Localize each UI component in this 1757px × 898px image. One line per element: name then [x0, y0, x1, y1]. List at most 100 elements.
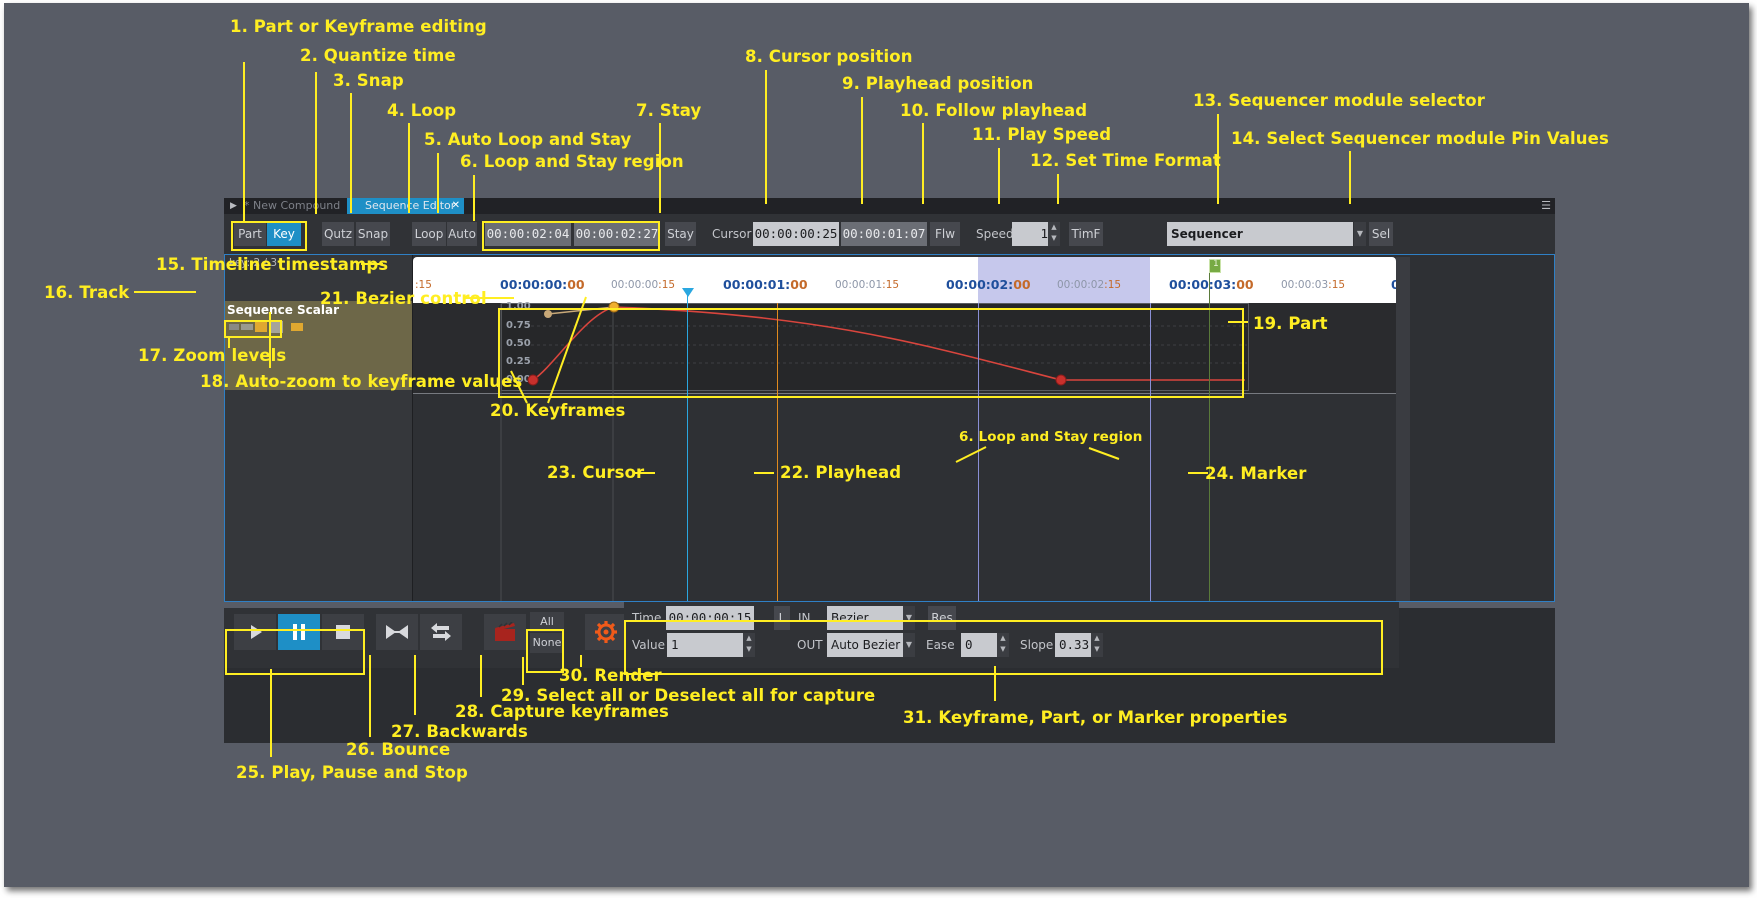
marker-flag-icon[interactable]: 1: [1209, 259, 1221, 273]
leader-line: [754, 472, 774, 474]
value-field[interactable]: 1: [667, 633, 743, 657]
auto-zoom-button[interactable]: [291, 323, 303, 331]
follow-playhead-button[interactable]: Flw: [930, 222, 960, 246]
zoom-level-3[interactable]: [255, 322, 267, 332]
ruler-tick: 00:00:00:15: [611, 279, 676, 291]
highlight-zoom-levels: [224, 320, 282, 338]
speed-spin-arrows-icon[interactable]: ▲▼: [1048, 222, 1060, 246]
ease-label: Ease: [926, 638, 955, 652]
time-format-button[interactable]: TimF: [1069, 222, 1103, 246]
annotation-20: 20. Keyframes: [490, 401, 626, 420]
ruler-tick: 00:00:03:15: [1281, 279, 1346, 291]
out-interpolation-select[interactable]: Auto Bezier: [827, 633, 903, 657]
leader-line: [994, 666, 996, 701]
zoom-level-2[interactable]: [241, 324, 253, 330]
annotation-12: 12. Set Time Format: [1030, 151, 1221, 170]
collapse-arrow-icon[interactable]: ▶: [230, 201, 237, 211]
stop-button[interactable]: [322, 614, 364, 650]
leader-line: [134, 291, 196, 293]
tab-sequence-editor[interactable]: Sequence Editor ✕: [347, 198, 464, 214]
leader-line: [369, 655, 371, 737]
link-button[interactable]: L: [774, 606, 790, 630]
deselect-all-button[interactable]: None: [530, 633, 564, 653]
annotation-25: 25. Play, Pause and Stop: [236, 763, 468, 782]
pause-icon: [293, 624, 297, 640]
y-label: 0.50: [506, 338, 531, 349]
ruler-tick: :15: [415, 279, 432, 291]
leader-line: [1217, 114, 1219, 204]
annotation-22: 22. Playhead: [780, 463, 902, 482]
loop-start-field[interactable]: 00:00:02:04: [485, 222, 571, 246]
cursor-position-field[interactable]: 00:00:00:25: [753, 222, 839, 246]
marker-line[interactable]: [1209, 273, 1210, 601]
bounce-button[interactable]: [376, 614, 418, 650]
annotation-16: 16. Track: [44, 283, 130, 302]
loop-end-field[interactable]: 00:00:02:27: [574, 222, 660, 246]
leader-line: [464, 297, 514, 299]
leader-line: [315, 72, 317, 214]
annotation-31: 31. Keyframe, Part, or Marker properties: [903, 708, 1288, 727]
loop-end-line[interactable]: [1150, 303, 1151, 601]
leader-line: [580, 655, 582, 667]
annotation-27: 27. Backwards: [391, 722, 528, 741]
cursor-handle-icon[interactable]: [682, 288, 694, 297]
backwards-button[interactable]: [420, 614, 462, 650]
out-label: OUT: [797, 638, 823, 652]
select-all-button[interactable]: All: [530, 612, 564, 632]
in-interpolation-select[interactable]: Bezier: [827, 606, 903, 630]
in-dropdown-arrow-icon[interactable]: ▼: [903, 606, 915, 630]
capture-keyframes-button[interactable]: [484, 614, 526, 650]
playhead-line[interactable]: [777, 303, 778, 601]
speed-field[interactable]: 1: [1012, 222, 1052, 246]
slope-spin-arrows-icon[interactable]: ▲▼: [1091, 633, 1103, 657]
auto-loop-button[interactable]: Auto: [447, 222, 477, 246]
out-dropdown-arrow-icon[interactable]: ▼: [903, 633, 915, 657]
quantize-button[interactable]: Qutz: [322, 222, 354, 246]
part-mode-button[interactable]: Part: [234, 222, 266, 246]
highlight-all-none: [526, 629, 564, 673]
loop-start-line[interactable]: [978, 303, 979, 601]
y-label: 1.00: [506, 301, 531, 312]
track-name[interactable]: Sequence Scalar: [227, 303, 340, 317]
annotation-15: 15. Timeline timestamps: [156, 255, 389, 274]
stay-button[interactable]: Stay: [665, 222, 696, 246]
close-icon[interactable]: ✕: [451, 200, 460, 211]
timeline-ruler[interactable]: [413, 257, 1396, 303]
playhead-position-field[interactable]: 00:00:01:07: [841, 222, 927, 246]
y-label: 0.75: [506, 320, 531, 331]
leader-line: [243, 62, 245, 222]
loop-button[interactable]: Loop: [412, 222, 446, 246]
pause-button[interactable]: [278, 614, 320, 650]
dropdown-arrow-icon[interactable]: ▼: [1354, 222, 1366, 246]
ease-spin-arrows-icon[interactable]: ▲▼: [997, 633, 1009, 657]
value-spin-arrows-icon[interactable]: ▲▼: [743, 633, 755, 657]
zoom-level-1[interactable]: [229, 324, 239, 330]
leader-line: [270, 669, 272, 757]
annotation-19: 19. Part: [1253, 314, 1328, 333]
sequence-editor-panel: ▶ * New Compound Sequence Editor ✕ ☰ Par…: [224, 198, 1555, 743]
value-label: Value: [632, 638, 665, 652]
annotation-5: 5. Auto Loop and Stay: [424, 130, 632, 149]
tab-sequence-editor-label: Sequence Editor: [365, 199, 456, 212]
snap-button[interactable]: Snap: [356, 222, 390, 246]
sequencer-module-select[interactable]: Sequencer: [1167, 222, 1353, 246]
annotation-14: 14. Select Sequencer module Pin Values: [1231, 129, 1609, 148]
ease-field[interactable]: 0: [961, 633, 997, 657]
zoom-level-4[interactable]: [269, 321, 283, 333]
key-mode-button[interactable]: Key: [267, 222, 301, 246]
speed-label: Speed: [976, 227, 1014, 241]
part-block[interactable]: [501, 303, 1249, 391]
play-button[interactable]: [234, 614, 276, 650]
tab-bar: ▶ * New Compound Sequence Editor ✕ ☰: [224, 198, 1555, 214]
zoom-levels[interactable]: [229, 320, 285, 334]
slope-field[interactable]: 0.33: [1055, 633, 1091, 657]
render-button[interactable]: [585, 614, 627, 650]
panel-menu-icon[interactable]: ☰: [1541, 199, 1551, 212]
cursor-line[interactable]: [687, 295, 688, 601]
annotation-8: 8. Cursor position: [745, 47, 913, 66]
reset-button[interactable]: Res: [928, 606, 956, 630]
right-edge-bar[interactable]: [1396, 257, 1410, 601]
properties-panel: Time 00:00:00:15 L IN Bezier ▼ Res Value…: [624, 602, 1399, 668]
leader-line: [635, 472, 655, 474]
select-pin-values-button[interactable]: Sel: [1369, 222, 1393, 246]
